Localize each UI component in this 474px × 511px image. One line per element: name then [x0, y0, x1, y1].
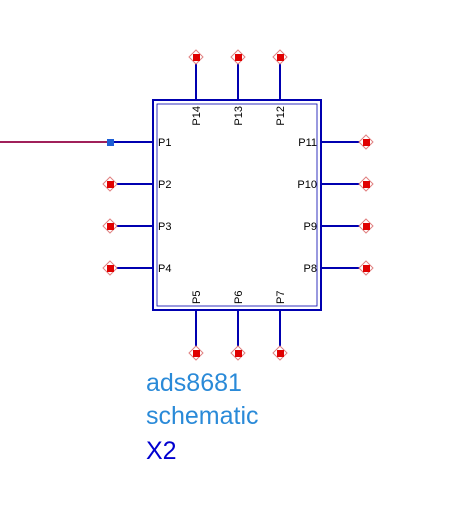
pin-label-p5: P5	[191, 291, 203, 304]
connected-terminal-icon	[107, 139, 114, 146]
pin-p13[interactable]: P13	[230, 49, 246, 126]
pin-label-p11: P11	[298, 137, 317, 149]
pin-p8[interactable]: P8	[304, 260, 374, 276]
component-body-inner	[156, 103, 318, 307]
pin-label-p14: P14	[191, 106, 203, 126]
component-view-label[interactable]: schematic	[146, 402, 259, 430]
pin-label-p1: P1	[158, 137, 171, 149]
pin-p14[interactable]: P14	[188, 49, 204, 126]
unconnected-terminal-icon	[102, 218, 118, 234]
unconnected-terminal-icon	[230, 345, 246, 361]
unconnected-terminal-icon	[188, 49, 204, 65]
unconnected-terminal-icon	[358, 176, 374, 192]
pin-label-p4: P4	[158, 263, 171, 275]
unconnected-terminal-icon	[272, 49, 288, 65]
pin-p9[interactable]: P9	[304, 218, 374, 234]
pin-p4[interactable]: P4	[102, 260, 171, 276]
unconnected-terminal-icon	[102, 176, 118, 192]
pin-p12[interactable]: P12	[272, 49, 288, 126]
instance-name-label[interactable]: X2	[146, 437, 177, 465]
pin-label-p2: P2	[158, 179, 171, 191]
unconnected-terminal-icon	[272, 345, 288, 361]
component-symbol[interactable]	[152, 99, 322, 311]
pin-label-p12: P12	[275, 106, 287, 126]
pin-label-p10: P10	[297, 179, 317, 191]
pin-label-p7: P7	[275, 291, 287, 304]
pin-label-p8: P8	[304, 263, 317, 275]
pin-p6[interactable]: P6	[230, 291, 246, 361]
pin-label-p9: P9	[304, 221, 317, 233]
unconnected-terminal-icon	[358, 260, 374, 276]
unconnected-terminal-icon	[102, 260, 118, 276]
pin-p2[interactable]: P2	[102, 176, 171, 192]
pin-p11[interactable]: P11	[298, 134, 374, 150]
pin-label-p13: P13	[233, 106, 245, 126]
pin-p3[interactable]: P3	[102, 218, 171, 234]
component-body-outer	[152, 99, 322, 311]
pin-p7[interactable]: P7	[272, 291, 288, 361]
pin-p10[interactable]: P10	[297, 176, 374, 192]
unconnected-terminal-icon	[230, 49, 246, 65]
component-library-label[interactable]: ads8681	[146, 369, 242, 397]
unconnected-terminal-icon	[358, 134, 374, 150]
unconnected-terminal-icon	[358, 218, 374, 234]
pin-p5[interactable]: P5	[188, 291, 204, 361]
pin-label-p3: P3	[158, 221, 171, 233]
pin-label-p6: P6	[233, 291, 245, 304]
unconnected-terminal-icon	[188, 345, 204, 361]
pin-p1[interactable]: P1	[107, 137, 171, 149]
